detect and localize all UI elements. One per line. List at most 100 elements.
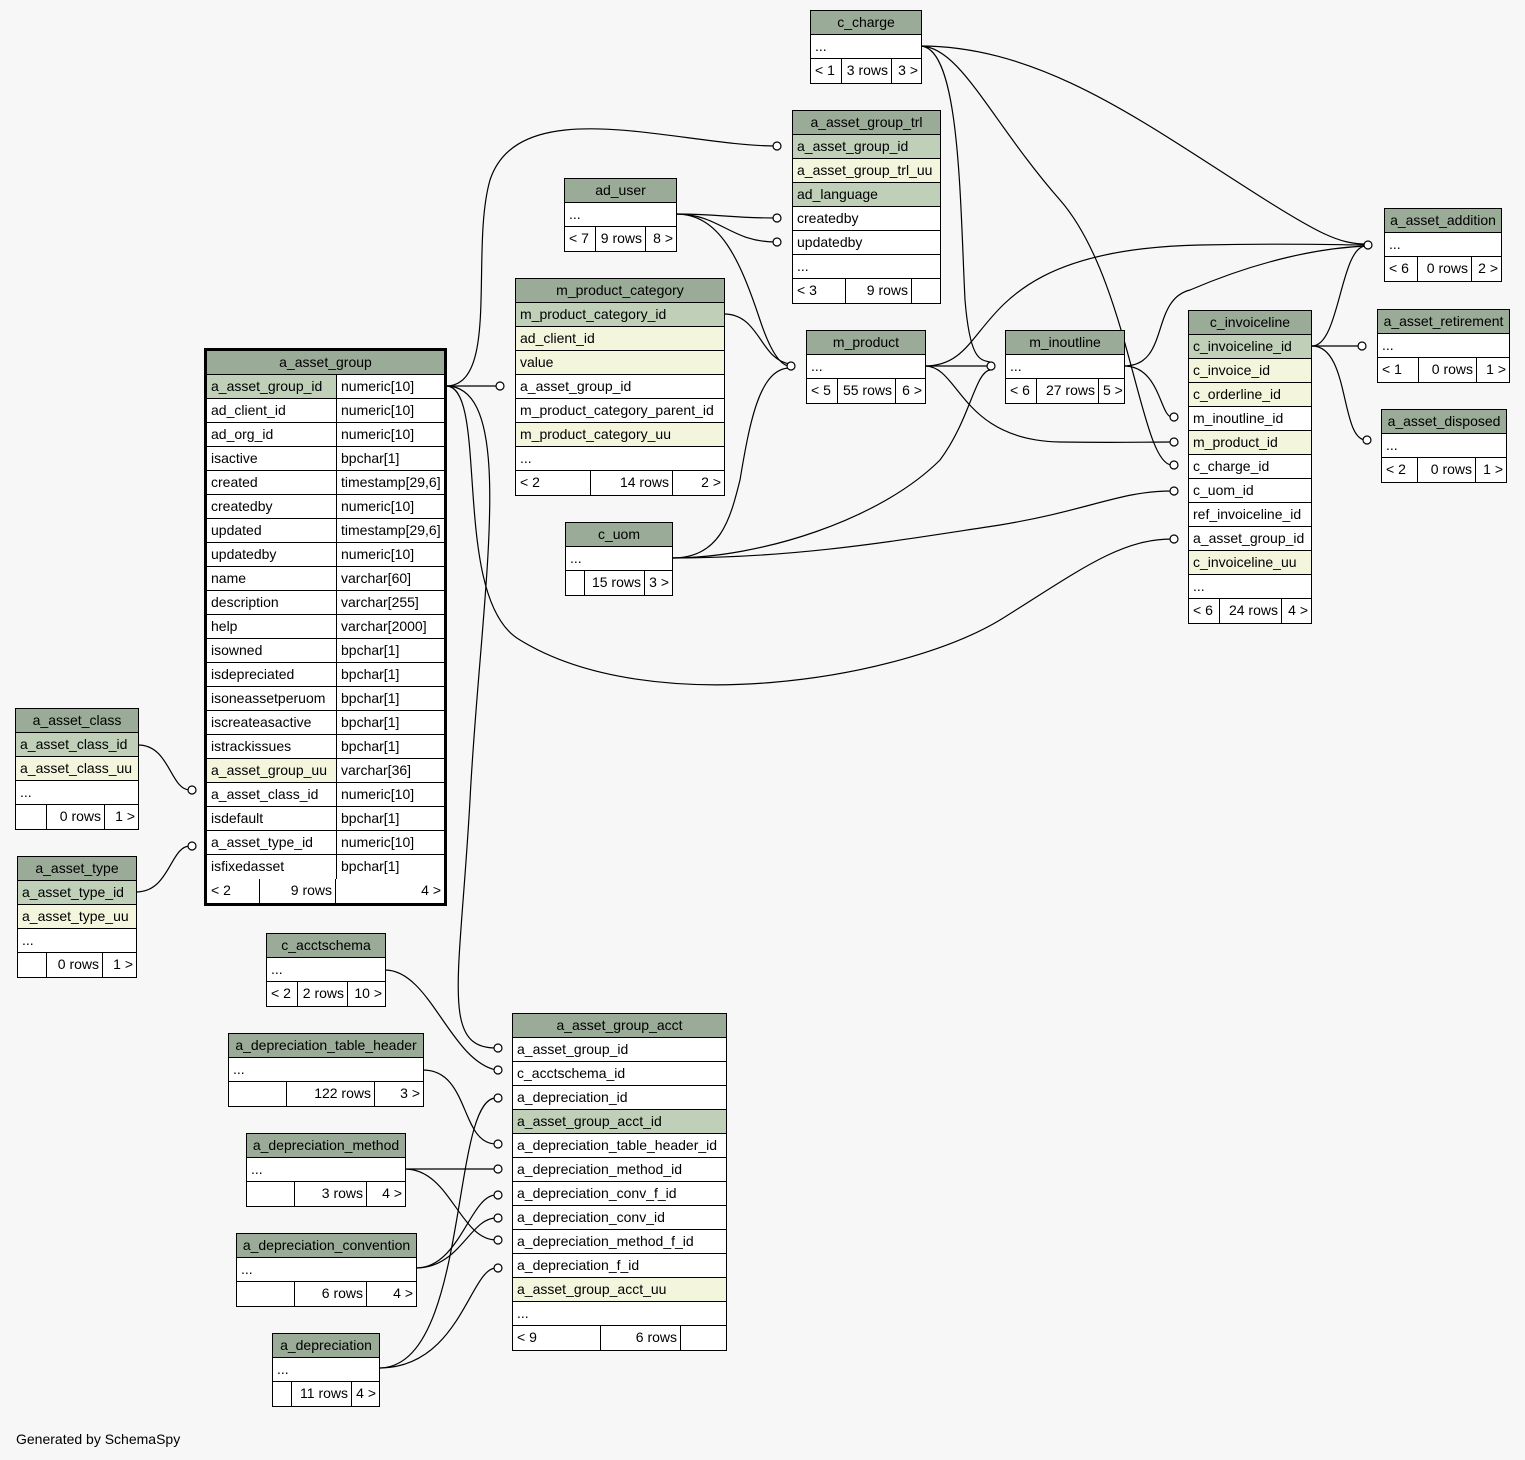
column-row[interactable]: a_depreciation_table_header_id — [513, 1134, 726, 1158]
footer-right[interactable]: 1 > — [1475, 458, 1506, 482]
footer-right[interactable]: 2 > — [1471, 257, 1501, 281]
footer-left[interactable] — [237, 1282, 294, 1306]
footer-left[interactable]: < 6 — [1010, 382, 1030, 398]
column-row[interactable]: a_depreciation_method_f_id — [513, 1230, 726, 1254]
column-row[interactable]: a_asset_group_acct_uu — [513, 1278, 726, 1302]
footer-left[interactable]: < 6 — [1389, 260, 1409, 276]
column-row[interactable]: ... — [565, 203, 676, 227]
column-row[interactable]: c_invoiceline_id — [1189, 335, 1311, 359]
column-row[interactable]: a_asset_type_uu — [18, 905, 136, 929]
column-row[interactable]: a_depreciation_conv_f_id — [513, 1182, 726, 1206]
footer-left[interactable]: < 2 — [271, 985, 291, 1001]
column-row[interactable]: ... — [516, 447, 724, 471]
footer-right[interactable]: 3 > — [644, 571, 672, 595]
footer-left[interactable]: < 5 — [811, 382, 831, 398]
footer-right[interactable]: 2 > — [672, 471, 724, 495]
footer-right[interactable]: 4 > — [1281, 599, 1311, 623]
column-row[interactable]: ... — [16, 781, 138, 805]
footer-left[interactable]: < 2 — [520, 474, 540, 490]
footer-left[interactable]: < 6 — [1193, 602, 1213, 618]
footer-right[interactable] — [680, 1326, 726, 1350]
footer-right[interactable]: 10 > — [347, 982, 385, 1006]
column-row[interactable]: a_asset_group_trl_uu — [793, 159, 940, 183]
column-row[interactable]: ... — [811, 35, 921, 59]
column-row[interactable]: c_invoice_id — [1189, 359, 1311, 383]
column-row[interactable]: a_depreciation_id — [513, 1086, 726, 1110]
column-row[interactable]: ref_invoiceline_id — [1189, 503, 1311, 527]
column-row[interactable]: ... — [267, 958, 385, 982]
footer-right[interactable]: 6 > — [895, 379, 925, 403]
column-row[interactable]: ... — [229, 1058, 423, 1082]
footer-right[interactable]: 5 > — [1098, 379, 1124, 403]
column-row[interactable]: ... — [273, 1358, 379, 1382]
column-row[interactable]: ... — [513, 1302, 726, 1326]
footer-right[interactable]: 8 > — [645, 227, 676, 251]
column-row[interactable]: ... — [566, 547, 672, 571]
column-row[interactable]: a_asset_group_id — [793, 135, 940, 159]
footer-right[interactable]: 1 > — [1476, 358, 1509, 382]
column-row[interactable]: ... — [18, 929, 136, 953]
footer-left[interactable] — [566, 571, 584, 595]
column-row[interactable]: a_asset_class_id — [16, 733, 138, 757]
column-row[interactable]: m_product_id — [1189, 431, 1311, 455]
column-row[interactable]: a_depreciation_conv_id — [513, 1206, 726, 1230]
column-row[interactable]: ... — [1189, 575, 1311, 599]
footer-right[interactable]: 3 > — [891, 59, 921, 83]
column-row[interactable]: value — [516, 351, 724, 375]
column-row[interactable]: a_depreciation_method_id — [513, 1158, 726, 1182]
footer-left[interactable]: < 1 — [815, 62, 835, 78]
column-row[interactable]: a_asset_group_id — [516, 375, 724, 399]
footer-right[interactable]: 4 > — [366, 1282, 416, 1306]
footer-left[interactable] — [18, 953, 46, 977]
footer-left[interactable]: < 3 — [797, 282, 817, 298]
column-row[interactable]: a_asset_group_id — [513, 1038, 726, 1062]
footer-left[interactable] — [229, 1082, 286, 1106]
footer-left[interactable]: < 7 — [569, 230, 589, 246]
footer-left[interactable] — [247, 1182, 294, 1206]
footer-right[interactable]: 4 > — [351, 1382, 379, 1406]
column-row[interactable]: m_product_category_parent_id — [516, 399, 724, 423]
footer-left[interactable]: < 9 — [517, 1329, 537, 1345]
column-row[interactable]: ... — [1385, 233, 1501, 257]
column-row[interactable]: m_product_category_uu — [516, 423, 724, 447]
column-row[interactable]: a_asset_class_uu — [16, 757, 138, 781]
column-row[interactable]: a_asset_type_id — [18, 881, 136, 905]
column-row[interactable]: ... — [1006, 355, 1124, 379]
column-row[interactable]: ... — [237, 1258, 416, 1282]
column-row[interactable]: a_asset_group_id — [1189, 527, 1311, 551]
footer-right[interactable]: 4 > — [366, 1182, 405, 1206]
column-row[interactable]: a_asset_group_acct_id — [513, 1110, 726, 1134]
column-row[interactable]: updatedby — [793, 231, 940, 255]
